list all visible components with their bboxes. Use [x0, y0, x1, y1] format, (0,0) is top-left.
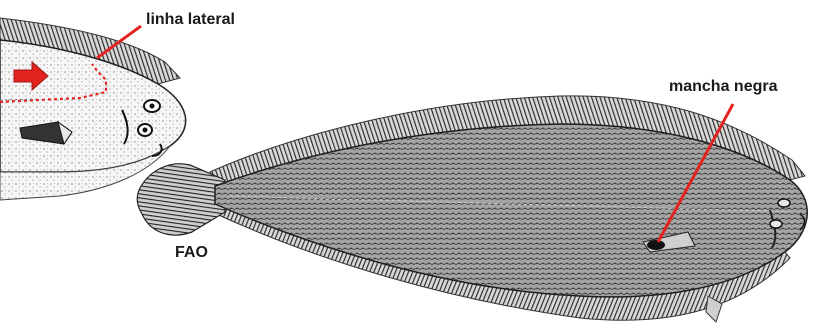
caudal-fin: [137, 164, 225, 235]
label-mancha-negra: mancha negra: [669, 78, 777, 96]
label-linha-lateral: linha lateral: [146, 11, 235, 29]
sole-fish-body: [137, 96, 807, 322]
eye-upper: [778, 199, 790, 207]
label-fao-credit: FAO: [175, 244, 208, 262]
eye-lower: [770, 220, 782, 228]
